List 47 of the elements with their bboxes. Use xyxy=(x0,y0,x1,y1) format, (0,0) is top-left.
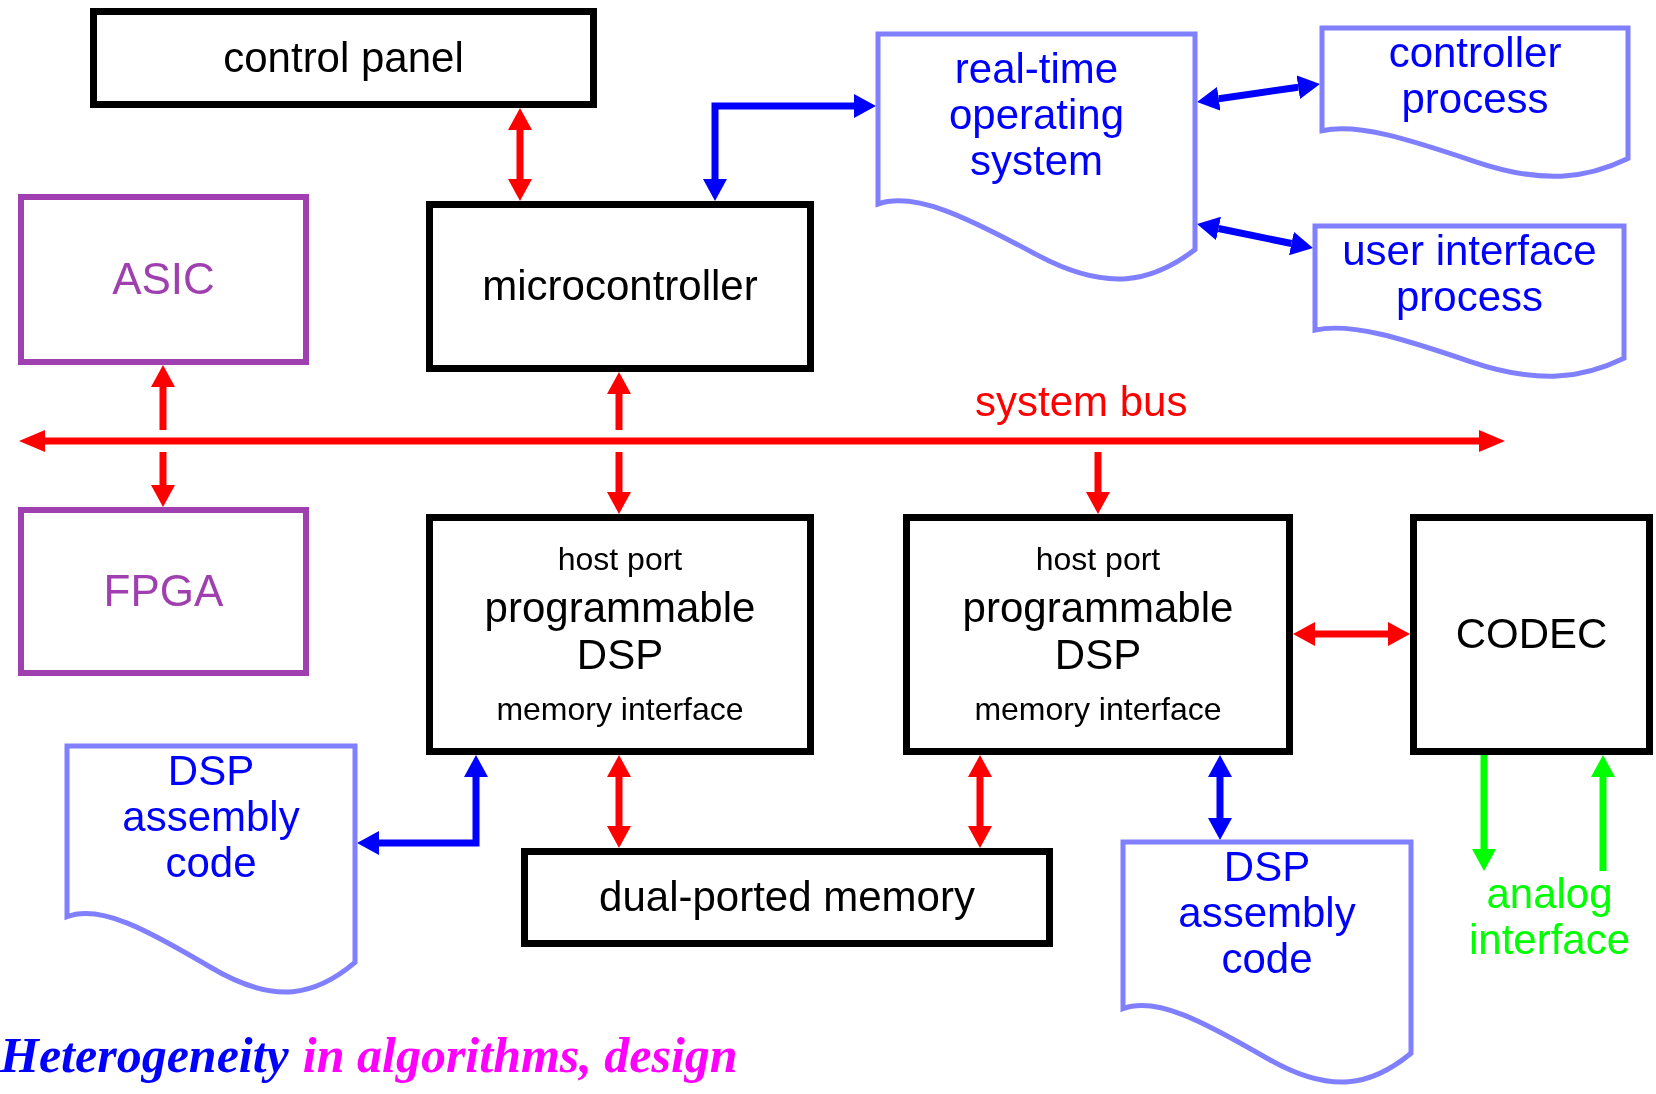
port-label: memory interface xyxy=(974,691,1222,727)
box-title: programmable DSP xyxy=(483,585,757,678)
node-label: control panel xyxy=(223,34,464,82)
connector-arrow xyxy=(703,94,876,201)
connector-arrow xyxy=(968,755,992,848)
node-label: real-time operating system xyxy=(947,46,1126,185)
node-label: user interface process xyxy=(1341,228,1598,321)
node-label: FPGA xyxy=(103,567,224,616)
connector-arrow xyxy=(607,372,631,430)
port-label: host port xyxy=(1035,542,1161,578)
connector-arrow xyxy=(1197,216,1313,256)
block-box xyxy=(18,194,309,365)
block-box xyxy=(521,848,1053,947)
connector-arrow xyxy=(1086,452,1110,514)
box-title: programmable DSP xyxy=(961,585,1235,678)
caption-text: in algorithms, design xyxy=(302,1027,738,1083)
processor-box xyxy=(426,514,814,755)
block-box xyxy=(18,507,309,676)
document-shape xyxy=(1121,840,1413,1088)
processor-box xyxy=(903,514,1293,755)
connector-arrow xyxy=(1208,755,1232,840)
document-shape xyxy=(1313,224,1626,380)
connector-arrow xyxy=(1293,622,1410,646)
connector-arrow xyxy=(357,755,488,855)
caption-text: Heterogeneity xyxy=(0,1027,289,1083)
node-label: DSP assembly code xyxy=(1177,844,1357,983)
node-label: CODEC xyxy=(1455,611,1608,658)
connector-arrow xyxy=(607,755,631,848)
connector-arrow xyxy=(1197,75,1320,111)
node-label: DSP assembly code xyxy=(121,748,301,887)
node-label: analog interface xyxy=(1467,870,1632,964)
connector-arrow xyxy=(607,452,631,514)
port-label: host port xyxy=(557,542,683,578)
block-box xyxy=(1410,514,1653,755)
connector-arrow xyxy=(151,452,175,507)
node-label: dual-ported memory xyxy=(599,874,975,921)
bus-label: system bus xyxy=(975,378,1188,426)
node-label: ASIC xyxy=(112,255,215,304)
bus-bar xyxy=(19,430,1505,452)
block-box xyxy=(426,201,814,372)
connector-arrow xyxy=(151,365,175,430)
port-label: memory interface xyxy=(496,691,744,727)
node-label: microcontroller xyxy=(482,263,758,310)
document-shape xyxy=(1320,26,1630,180)
block-box xyxy=(90,8,597,108)
node-label: controller process xyxy=(1387,30,1563,123)
connector-arrow xyxy=(508,108,532,201)
